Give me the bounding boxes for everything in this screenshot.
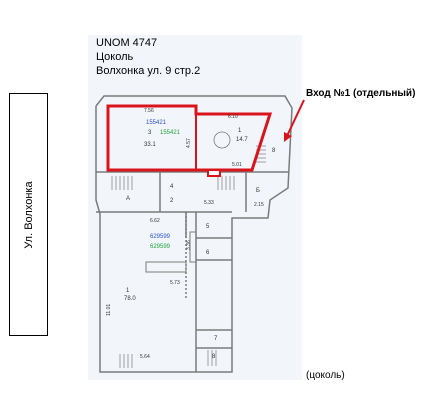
outer-wall [95, 95, 293, 373]
corridor-dim-a: 5.33 [204, 200, 214, 206]
unom-label: UNOM 4747 [96, 37, 158, 49]
hall-dim-left: 11.01 [106, 304, 112, 316]
stair-hatching [111, 145, 266, 368]
street-box: Ул. Волхонка [9, 93, 48, 336]
address-label: Волхонка ул. 9 стр.2 [96, 65, 201, 77]
hall-dim-top: 6.62 [150, 218, 160, 224]
stair-room-area: 14.7 [236, 137, 248, 143]
floor-plan-background [88, 35, 302, 380]
entrance-label: Вход №1 (отдельный) [306, 88, 416, 99]
room-7: 7 [214, 336, 218, 342]
room-5: 5 [206, 224, 210, 230]
room-b-label: Б [256, 188, 260, 194]
stair-room-dim-top: 6.10 [228, 114, 238, 120]
column-fixture [189, 231, 197, 263]
dim-top-room3: 7.56 [144, 108, 154, 114]
floor-label: Цоколь [96, 51, 134, 63]
entrance-arrow-head [284, 132, 292, 142]
hall-dim-bottom: 5.64 [140, 354, 150, 360]
room3-dim-side: 4.57 [186, 138, 192, 148]
hall-room-number: 1 [126, 288, 130, 294]
hall-code-blue: 629599 [150, 234, 171, 240]
room3-number: 3 [148, 130, 152, 136]
small-room-4: 4 [170, 184, 174, 190]
highlighted-door [207, 169, 221, 177]
highlighted-premises [106, 104, 273, 172]
stair-room-number: 1 [238, 128, 242, 134]
entrance-arrow [286, 99, 305, 137]
small-room-2: 2 [170, 198, 174, 204]
stair-room-dim-bottom: 5.01 [232, 162, 242, 168]
hall-dim-mid: 5.73 [170, 280, 180, 286]
building-walls [95, 95, 293, 373]
basement-label: (цоколь) [306, 370, 345, 381]
hall-area: 78.0 [124, 296, 136, 302]
counter-fixture [145, 261, 187, 273]
corridor-dim-b: 2.15 [254, 202, 264, 208]
outside-number: 8 [272, 148, 276, 154]
room3-area: 33.1 [144, 142, 156, 148]
room-6: 6 [206, 250, 210, 256]
room3-code-green: 155421 [160, 130, 181, 136]
room-a-label: A [126, 196, 130, 202]
room-8: 8 [212, 354, 216, 360]
hall-dim-vert: 3.36 [186, 240, 192, 250]
hall-code-green: 629599 [150, 244, 171, 250]
room3-code-blue: 155421 [146, 120, 167, 126]
spiral-stair [213, 131, 231, 149]
